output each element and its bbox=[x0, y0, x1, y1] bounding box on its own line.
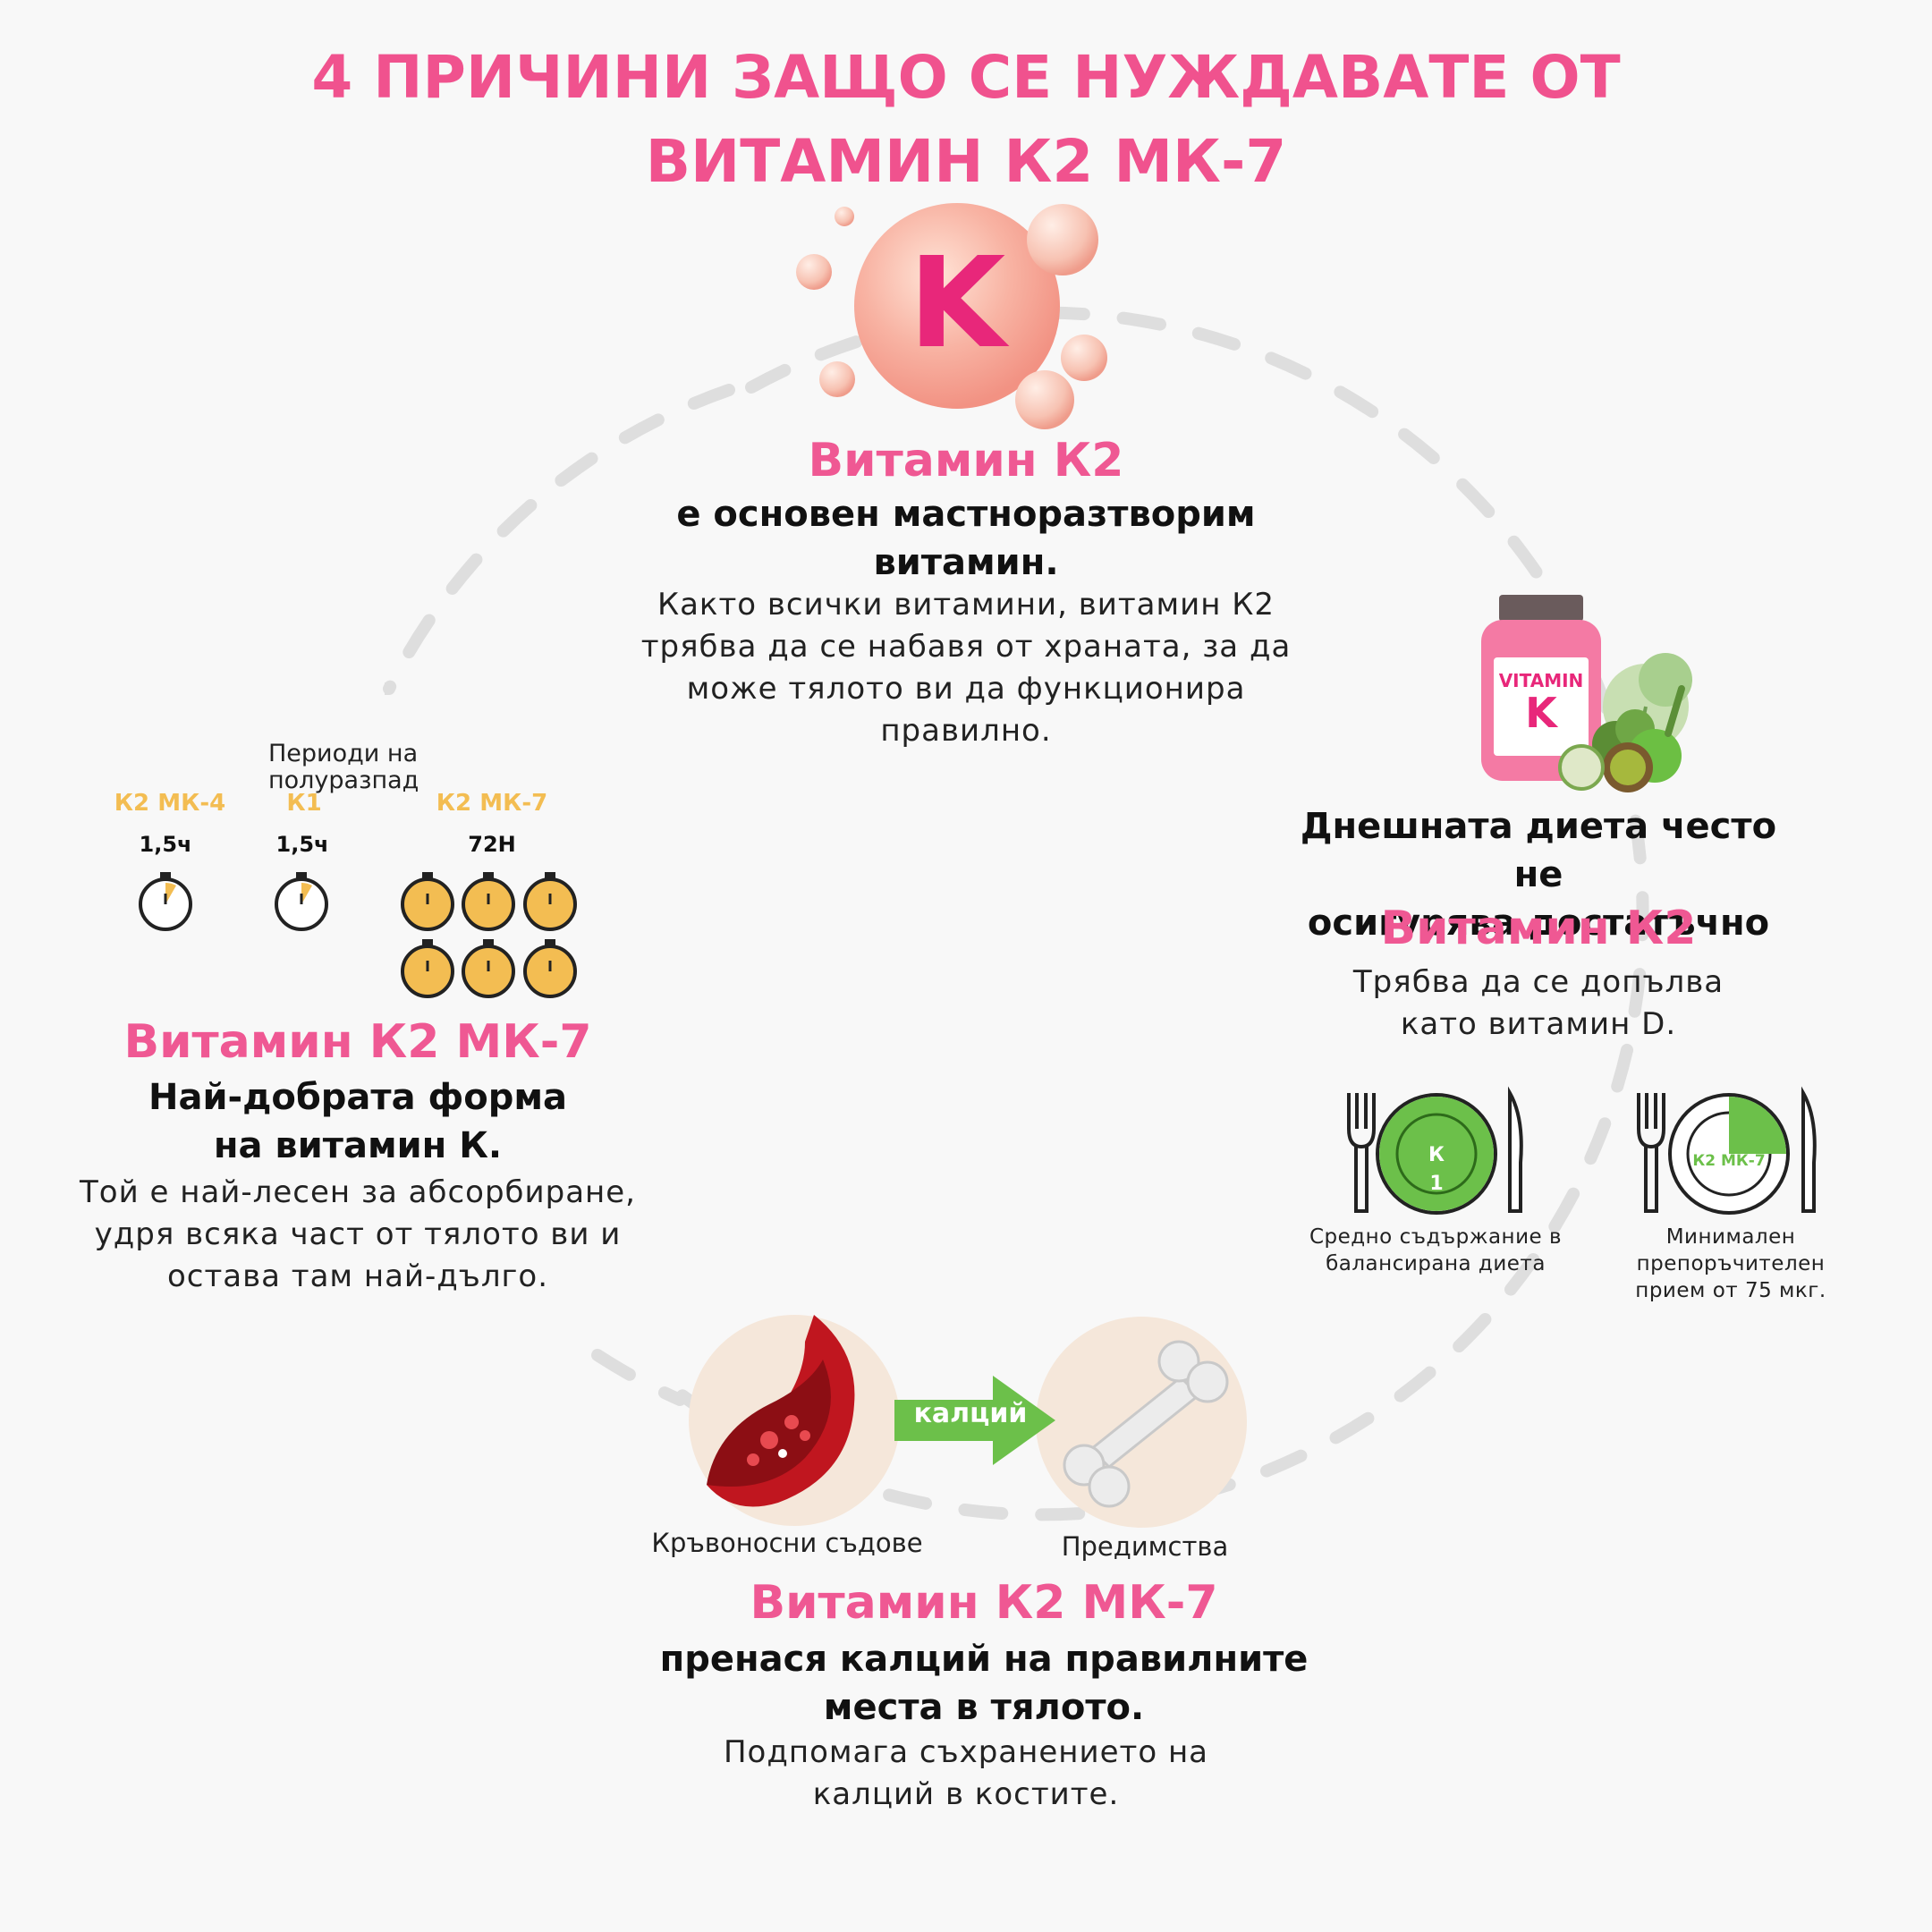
right-bold-line-1: Днешната диета често не bbox=[1300, 806, 1777, 895]
jar-label-line-1: VITAMIN bbox=[1498, 670, 1584, 691]
half-life-col-2-hours: 1,5ч bbox=[275, 832, 329, 857]
top-text-line-4: правилно. bbox=[880, 713, 1052, 749]
half-life-col-2-label: К1 bbox=[286, 790, 322, 817]
left-body-text: Той е най-лесен за абсорбиране, удря вся… bbox=[54, 1172, 662, 1298]
top-bold-text: е основен мастноразтворим витамин. bbox=[626, 490, 1306, 587]
right-heading: Витамин К2 bbox=[1380, 902, 1697, 955]
top-body-text: Както всички витамини, витамин К2 трябва… bbox=[626, 584, 1306, 752]
half-life-col-1-hours: 1,5ч bbox=[139, 832, 192, 857]
left-text-line-2: удря всяка част от тялото ви и bbox=[94, 1216, 622, 1252]
bottom-bold-line-1: пренася калций на правилните bbox=[659, 1639, 1309, 1680]
bottom-text-line-2: калций в костите. bbox=[812, 1776, 1120, 1812]
right-text-line-2: като витамин D. bbox=[1400, 1006, 1677, 1042]
plate-2-caption-line-2: препоръчителен bbox=[1636, 1252, 1826, 1275]
right-bold-text: Днешната диета често не осигурява достат… bbox=[1270, 802, 1807, 947]
left-heading: Витамин К2 МК-7 bbox=[123, 1015, 592, 1069]
right-bold-line-2: осигурява достатъчно bbox=[1307, 902, 1770, 944]
top-bold-line-1: е основен мастноразтворим bbox=[676, 494, 1256, 535]
half-life-col-3-hours: 72Н bbox=[468, 832, 516, 857]
bottom-body-text: Подпомага съхранението на калций в кости… bbox=[680, 1732, 1252, 1816]
left-bold-text: Най-добрата форма на витамин К. bbox=[72, 1073, 644, 1170]
plate-2-caption-line-1: Минимален bbox=[1665, 1225, 1796, 1249]
plate-2-caption-line-3: прием от 75 мкг. bbox=[1635, 1279, 1826, 1302]
left-text-line-3: остава там най-дълго. bbox=[166, 1258, 549, 1294]
jar-label-text: VITAMIN K bbox=[1494, 671, 1589, 735]
plate-1-caption-line-2: балансирана диета bbox=[1326, 1252, 1546, 1275]
half-life-col-1-label: К2 МК-4 bbox=[114, 790, 226, 817]
top-heading: Витамин К2 bbox=[808, 434, 1124, 487]
top-bold-line-2: витамин. bbox=[873, 542, 1059, 583]
title-line-2: ВИТАМИН К2 МК-7 bbox=[645, 127, 1287, 196]
top-text-line-1: Както всички витамини, витамин К2 bbox=[657, 587, 1275, 623]
half-life-title: Периоди на полуразпад bbox=[268, 741, 501, 794]
vessel-caption: Кръвоносни съдове bbox=[651, 1528, 923, 1558]
bottom-bold-line-2: места в тялото. bbox=[823, 1687, 1145, 1728]
half-life-title-line-1: Периоди на bbox=[268, 740, 419, 767]
left-bold-line-2: на витамин К. bbox=[213, 1125, 503, 1166]
plate-1-label-bottom: 1 bbox=[1429, 1173, 1444, 1195]
plate-1-label: К 1 bbox=[1410, 1141, 1463, 1199]
top-text-line-3: може тялото ви да функционира bbox=[686, 671, 1246, 707]
plate-2-label: К2 МК-7 bbox=[1692, 1152, 1766, 1170]
calcium-arrow-label: калций bbox=[913, 1398, 1028, 1429]
page-title: 4 ПРИЧИНИ ЗАЩО СЕ НУЖДАВАТЕ ОТ ВИТАМИН К… bbox=[0, 36, 1932, 204]
vitamin-k-letter: K bbox=[908, 231, 1006, 377]
half-life-col-3-label: К2 МК-7 bbox=[436, 790, 548, 817]
title-line-1: 4 ПРИЧИНИ ЗАЩО СЕ НУЖДАВАТЕ ОТ bbox=[311, 43, 1621, 112]
bottom-bold-text: пренася калций на правилните места в тял… bbox=[608, 1635, 1360, 1732]
plate-1-caption-line-1: Средно съдържание в bbox=[1309, 1225, 1563, 1249]
left-bold-line-1: Най-добрата форма bbox=[148, 1077, 568, 1118]
bottom-heading: Витамин К2 МК-7 bbox=[750, 1576, 1218, 1630]
top-text-line-2: трябва да се набавя от храната, за да bbox=[640, 629, 1292, 665]
plate-1-label-top: К bbox=[1428, 1144, 1445, 1166]
right-text-line-1: Трябва да се допълва bbox=[1352, 964, 1724, 1000]
left-text-line-1: Той е най-лесен за абсорбиране, bbox=[80, 1174, 636, 1210]
right-body-text: Трябва да се допълва като витамин D. bbox=[1270, 962, 1807, 1046]
half-life-title-line-2: полуразпад bbox=[268, 767, 419, 794]
plate-1-caption: Средно съдържание в балансирана диета bbox=[1288, 1224, 1583, 1277]
bottom-text-line-1: Подпомага съхранението на bbox=[723, 1734, 1209, 1770]
bone-caption: Предимства bbox=[1061, 1531, 1229, 1562]
jar-label-line-2: K bbox=[1525, 689, 1557, 737]
plate-2-caption: Минимален препоръчителен прием от 75 мкг… bbox=[1601, 1224, 1860, 1304]
